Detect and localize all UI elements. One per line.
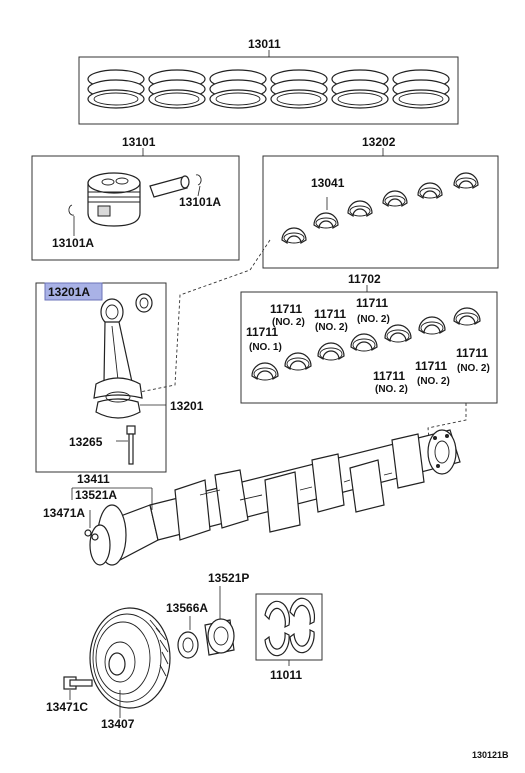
- conrod-bearing-frame: [262, 155, 499, 269]
- pin-clip-left: [68, 204, 75, 216]
- conrod-bearing-connector: [139, 239, 271, 393]
- crank-pin: [84, 529, 92, 537]
- callout-main-bearing-d[interactable]: 11711: [356, 296, 388, 310]
- callout-damper-pulley[interactable]: 13407: [101, 717, 135, 731]
- callout-crank-key[interactable]: 13566A: [166, 601, 208, 615]
- callout-piston[interactable]: 13101: [122, 135, 156, 149]
- callout-main-bearing-f-no: (NO. 2): [417, 376, 450, 387]
- conrod-highlight: [44, 282, 103, 301]
- thrust-washer-2: [289, 597, 316, 626]
- piston-pin: [149, 175, 190, 198]
- conrod-group: 13201A 13201 13265: [35, 282, 204, 473]
- thrust-washer-group: 11011: [255, 593, 323, 682]
- piston-ring-stack-1: [87, 69, 145, 109]
- crank-front-group: 13411 13521A 13471A: [43, 472, 153, 541]
- callout-main-bearing-g-no: (NO. 2): [457, 363, 490, 374]
- callout-thrust-washer-set[interactable]: 11011: [270, 668, 302, 682]
- pin-clip-right-leader: [197, 185, 201, 197]
- callout-main-bearing-c-no: (NO. 2): [315, 322, 348, 333]
- piston-ring-stack-5: [331, 69, 389, 109]
- callout-main-bearing-set[interactable]: 11702: [348, 272, 381, 286]
- callout-timing-gear[interactable]: 13521P: [208, 571, 249, 585]
- piston-group: 13101 13101A 13101A: [31, 135, 240, 261]
- conrod-bolt: [126, 425, 136, 465]
- callout-main-bearing-g[interactable]: 11711: [456, 346, 488, 360]
- piston-ring-set-frame: [78, 56, 459, 125]
- main-bearing-shells: [251, 307, 481, 381]
- callout-main-bearing-c[interactable]: 11711: [314, 307, 346, 321]
- callout-conrod-bolt[interactable]: 13265: [69, 435, 103, 449]
- main-bearing-group: 11702 11711 (NO. 1) 11711 (NO. 2) 11711 …: [240, 272, 498, 404]
- pulley-bolt: [63, 676, 93, 690]
- callout-pulley-bolt[interactable]: 13471C: [46, 700, 88, 714]
- damper-pulley: [89, 607, 171, 709]
- callout-main-bearing-a[interactable]: 11711: [246, 325, 278, 339]
- thrust-washer-frame: [255, 593, 323, 661]
- callout-conrod-bearing-set[interactable]: 13202: [362, 135, 396, 149]
- thrust-washer-1: [264, 600, 291, 629]
- crankshaft: [89, 429, 461, 566]
- piston-ring-stack-4: [270, 69, 328, 109]
- piston-frame: [31, 155, 240, 261]
- callout-main-bearing-a-no: (NO. 1): [249, 342, 282, 353]
- piston-ring-stack-6: [392, 69, 450, 109]
- piston-ring-set-group: 13011: [78, 37, 459, 125]
- crank-pin-2: [91, 533, 99, 541]
- callout-main-bearing-f[interactable]: 11711: [415, 359, 447, 373]
- callout-pin-clip-left[interactable]: 13101A: [52, 236, 94, 250]
- catalog-code: 130121B: [472, 750, 509, 760]
- callout-crank-key-group[interactable]: 13521A: [75, 488, 117, 502]
- conrod-small-end-bushing: [135, 293, 153, 313]
- callout-main-bearing-b-no: (NO. 2): [272, 317, 305, 328]
- callout-main-bearing-e[interactable]: 11711: [373, 369, 405, 383]
- callout-crank-pin-group[interactable]: 13411: [77, 472, 110, 486]
- pin-clip-right: [195, 174, 202, 186]
- timing-gear-group: 13521P 13566A: [166, 571, 249, 659]
- main-bearing-frame: [240, 291, 498, 404]
- conrod-bearing-group: 13202 13041: [262, 135, 499, 269]
- callout-main-bearing-d-no: (NO. 2): [357, 314, 390, 325]
- callout-main-bearing-b[interactable]: 11711: [270, 302, 302, 316]
- crank-key: [177, 631, 199, 659]
- piston-ring-stack-2: [148, 69, 206, 109]
- piston-body: [87, 172, 141, 227]
- callout-main-bearing-e-no: (NO. 2): [375, 384, 408, 395]
- callout-crank-pin[interactable]: 13471A: [43, 506, 85, 520]
- callout-pin-clip-right[interactable]: 13101A: [179, 195, 221, 209]
- callout-conrod-bearing[interactable]: 13041: [311, 176, 345, 190]
- callout-piston-rings[interactable]: 13011: [248, 37, 281, 51]
- damper-pulley-group: 13471C 13407: [46, 607, 171, 731]
- conrod-body: [93, 298, 143, 419]
- callout-conrod-assy[interactable]: 13201: [170, 399, 204, 413]
- conrod-bearing-shells: [281, 172, 479, 245]
- callout-conrod-sub-assy[interactable]: 13201A: [48, 285, 90, 299]
- piston-ring-stack-3: [209, 69, 267, 109]
